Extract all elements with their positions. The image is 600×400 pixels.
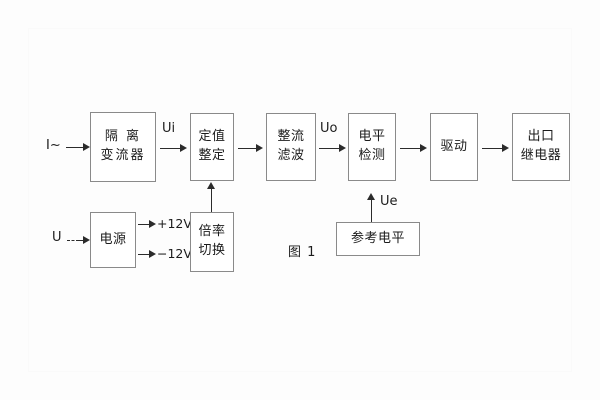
block-level-detection[interactable]: 电平 检测	[348, 113, 396, 181]
link-isolation-to-setting	[160, 148, 182, 149]
current-input-arrowhead-icon	[83, 143, 90, 151]
rail-positive-label: +12V	[157, 216, 192, 231]
rail-positive-arrowhead-icon	[149, 220, 156, 228]
block-line: 继电器	[520, 148, 562, 163]
signal-label-ui: Ui	[162, 121, 176, 136]
block-line: 驱动	[440, 138, 468, 154]
block-multiplier-switch[interactable]: 倍率 切换	[190, 212, 234, 272]
link-reference-to-level	[371, 198, 372, 222]
block-line: 定值	[198, 129, 226, 145]
block-line: 参考电平	[350, 230, 405, 246]
block-setting-value[interactable]: 定值 整定	[190, 113, 234, 181]
voltage-input-dash	[67, 240, 79, 241]
block-power-supply[interactable]: 电源	[90, 212, 136, 268]
link-multiplier-to-setting-arrowhead-icon	[207, 182, 215, 189]
block-line: 整流	[277, 129, 305, 145]
block-line: 电平	[358, 129, 386, 145]
block-line: 出口	[527, 129, 555, 145]
block-isolation-transformer[interactable]: 隔 离 变流器	[90, 112, 156, 182]
block-rectifier-filter[interactable]: 整流 滤波	[266, 113, 316, 181]
rail-negative-line	[138, 254, 152, 255]
block-line: 电源	[99, 231, 127, 247]
link-setting-to-rectifier	[238, 148, 260, 149]
block-line: 切换	[198, 243, 226, 258]
link-rectifier-to-level	[319, 148, 341, 149]
current-input-line	[66, 147, 86, 148]
block-line: 检测	[358, 148, 386, 163]
block-reference-level[interactable]: 参考电平	[336, 222, 420, 256]
rail-negative-label: −12V	[157, 246, 192, 261]
block-output-relay[interactable]: 出口 继电器	[512, 113, 570, 181]
link-isolation-to-setting-arrowhead-icon	[180, 144, 187, 152]
signal-label-ue: Ue	[380, 194, 398, 209]
figure-caption: 图 1	[288, 245, 317, 260]
rail-negative-arrowhead-icon	[149, 250, 156, 258]
block-line: 滤波	[277, 148, 305, 163]
signal-label-uo: Uo	[320, 121, 338, 136]
current-input-label: I~	[46, 138, 61, 153]
block-line: 隔 离	[104, 129, 142, 145]
voltage-input-arrowhead-icon	[83, 236, 90, 244]
block-drive[interactable]: 驱动	[430, 113, 478, 181]
link-reference-to-level-arrowhead-icon	[367, 193, 375, 200]
link-level-to-drive-arrowhead-icon	[420, 144, 427, 152]
link-multiplier-to-setting	[211, 188, 212, 212]
diagram-frame	[28, 28, 572, 372]
link-setting-to-rectifier-arrowhead-icon	[256, 144, 263, 152]
block-line: 整定	[198, 148, 226, 163]
block-line: 变流器	[100, 148, 146, 163]
link-level-to-drive	[400, 148, 424, 149]
rail-positive-line	[138, 224, 152, 225]
link-rectifier-to-level-arrowhead-icon	[339, 144, 346, 152]
link-drive-to-output-relay-arrowhead-icon	[502, 144, 509, 152]
voltage-input-label: U	[52, 230, 62, 245]
block-line: 倍率	[198, 224, 226, 240]
link-drive-to-output-relay	[482, 148, 506, 149]
